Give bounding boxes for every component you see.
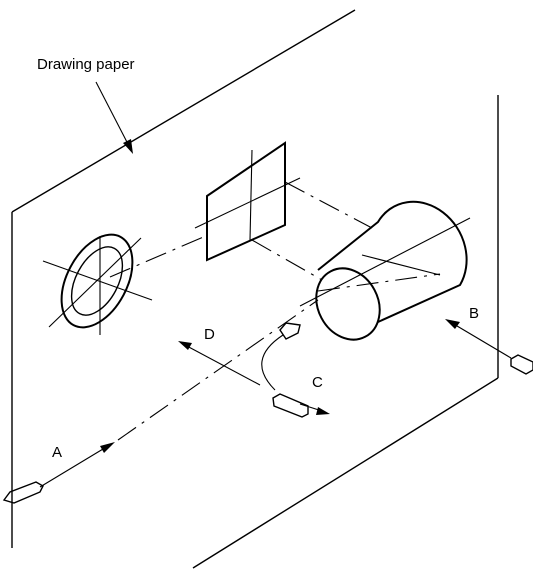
- label-b: B: [469, 305, 479, 322]
- arrow-d: [178, 341, 261, 386]
- frustum-object: [299, 200, 471, 341]
- ring-view: [42, 233, 153, 335]
- label-drawing-paper: Drawing paper: [37, 56, 135, 73]
- drawing-paper-leader: [95, 81, 133, 154]
- label-d: D: [204, 326, 215, 343]
- projection-center-lines: [109, 181, 441, 441]
- trapezoid-view: [194, 141, 301, 262]
- arrow-b: [445, 319, 533, 375]
- drawing-paper-panel: [11, 9, 499, 569]
- label-a: A: [52, 444, 62, 461]
- arrow-a: [2, 442, 115, 504]
- arrow-c: [261, 322, 330, 418]
- label-c: C: [312, 374, 323, 391]
